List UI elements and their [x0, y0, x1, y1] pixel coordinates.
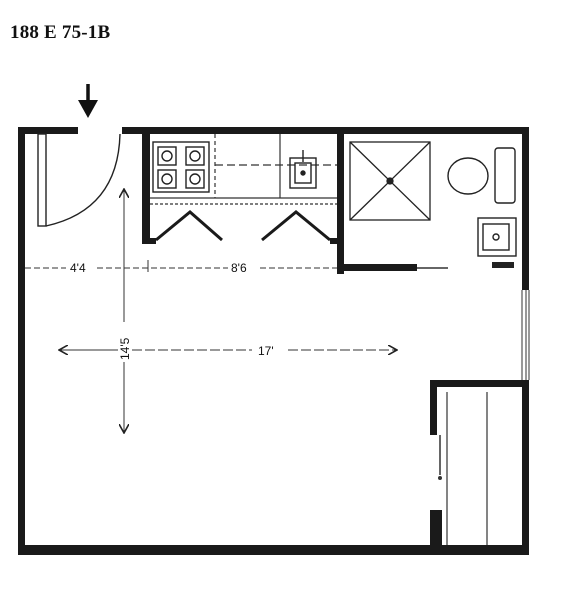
kitchen-counter: [150, 134, 337, 205]
sink-icon: [289, 150, 317, 189]
dimension-label-room-width: 17': [258, 344, 274, 358]
page-title: 188 E 75-1B: [10, 22, 111, 43]
bathroom-fixtures: [492, 262, 514, 268]
exterior-walls: [18, 127, 529, 555]
bathroom-sink-icon: [477, 217, 517, 257]
closet: [430, 380, 522, 545]
toilet-icon: [447, 147, 516, 204]
shower-icon: [349, 141, 431, 221]
width-dimension-line: [25, 260, 337, 272]
dimension-label-kitchen-left: 4'4: [70, 261, 86, 275]
entry-door: [37, 133, 121, 227]
entry-arrow-icon: [78, 84, 98, 118]
stove-icon: [152, 141, 210, 193]
dimension-label-room-depth: 14'5: [118, 337, 132, 360]
window: [521, 290, 530, 380]
kitchen-walls: [142, 134, 417, 274]
dimension-label-kitchen-width: 8'6: [231, 261, 247, 275]
kitchen-doors: [155, 210, 331, 242]
